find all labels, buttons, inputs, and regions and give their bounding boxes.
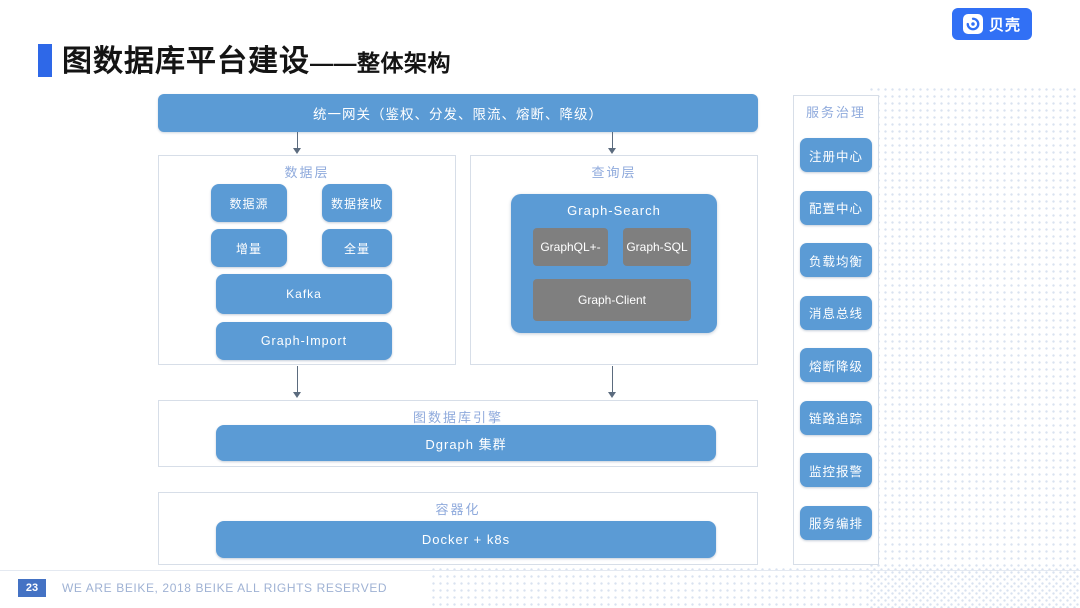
- footer-divider: [0, 570, 1080, 571]
- title-sub-text: ——整体架构: [310, 49, 451, 76]
- graph-search-label: Graph-Search: [567, 203, 661, 218]
- graphql-box: GraphQL+-: [533, 228, 608, 266]
- graph-client-box: Graph-Client: [533, 279, 691, 321]
- page-title: 图数据库平台建设 ——整体架构: [38, 44, 451, 77]
- kafka-box: Kafka: [216, 274, 392, 314]
- governance-item-orchestration: 服务编排: [800, 505, 872, 540]
- data-layer-panel: 数据层 数据源 数据接收 增量 全量 Kafka Graph-Import: [158, 155, 456, 365]
- dgraph-cluster-box: Dgraph 集群: [216, 425, 716, 461]
- governance-items: 注册中心 配置中心 负载均衡 消息总线 熔断降级 链路追踪 监控报警 服务编排: [794, 138, 878, 540]
- data-layer-header: 数据层: [284, 165, 330, 180]
- graph-import-box: Graph-Import: [216, 322, 392, 360]
- flow-arrow-down-icon: [607, 132, 617, 154]
- governance-panel: 服务治理 注册中心 配置中心 负载均衡 消息总线 熔断降级 链路追踪 监控报警 …: [793, 95, 879, 565]
- governance-item-monitoring: 监控报警: [800, 453, 872, 487]
- governance-item-tracing: 链路追踪: [800, 400, 872, 435]
- beike-logo: 贝壳: [952, 8, 1032, 40]
- containerization-header: 容器化: [435, 502, 481, 517]
- governance-item-config: 配置中心: [800, 190, 872, 225]
- title-accent-bar: [38, 44, 52, 77]
- copyright-text: WE ARE BEIKE, 2018 BEIKE ALL RIGHTS RESE…: [62, 581, 388, 595]
- beike-logo-icon: [962, 14, 983, 34]
- gateway-bar: 统一网关（鉴权、分发、限流、熔断、降级）: [158, 94, 758, 132]
- governance-item-circuit-break: 熔断降级: [800, 348, 872, 382]
- engine-panel: 图数据库引擎 Dgraph 集群: [158, 400, 758, 467]
- query-layer-header: 查询层: [591, 165, 637, 180]
- flow-arrow-down-icon: [292, 132, 302, 154]
- containerization-panel: 容器化 Docker + k8s: [158, 492, 758, 565]
- dot-texture-right: [868, 86, 1080, 608]
- governance-item-registry: 注册中心: [800, 138, 872, 172]
- dot-texture-bottom: [430, 566, 1080, 608]
- governance-item-message-bus: 消息总线: [800, 295, 872, 330]
- governance-item-load-balance: 负载均衡: [800, 243, 872, 277]
- full-volume-box: 全量: [322, 229, 392, 267]
- engine-header: 图数据库引擎: [412, 410, 503, 425]
- graph-sql-box: Graph-SQL: [623, 228, 691, 266]
- incremental-box: 增量: [211, 229, 287, 267]
- graph-search-box: Graph-Search GraphQL+- Graph-SQL Graph-C…: [511, 194, 717, 333]
- title-main-text: 图数据库平台建设: [62, 45, 310, 78]
- data-source-box: 数据源: [211, 184, 287, 222]
- flow-arrow-down-icon: [292, 366, 302, 398]
- page-number-badge: 23: [18, 579, 46, 597]
- data-receive-box: 数据接收: [322, 184, 392, 222]
- docker-k8s-box: Docker + k8s: [216, 521, 716, 558]
- logo-text: 贝壳: [988, 16, 1021, 34]
- query-layer-panel: 查询层 Graph-Search GraphQL+- Graph-SQL Gra…: [470, 155, 758, 365]
- flow-arrow-down-icon: [607, 366, 617, 398]
- governance-header: 服务治理: [805, 105, 866, 120]
